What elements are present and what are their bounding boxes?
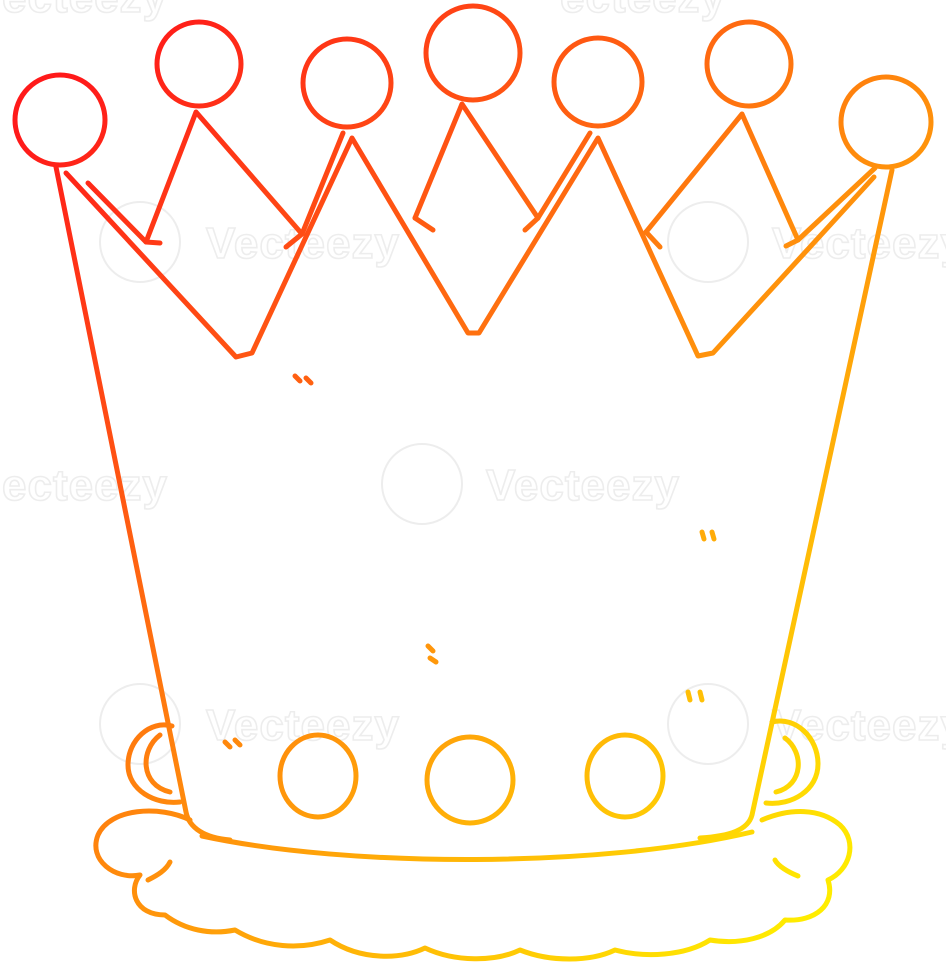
band-jewel [424, 734, 516, 826]
crown-right-cuff-inner [773, 735, 801, 795]
watermark-layer: Vecteezy Vecteezy Vecteezy Vecteezy Vect… [1, 0, 946, 765]
crown-jewel-ball [300, 36, 394, 130]
crown-drawing [12, 3, 934, 962]
fur-trim-fold [772, 857, 801, 879]
watermark-text-partial: ecteezy [2, 461, 168, 510]
watermark-text-partial: ecteezy [2, 0, 168, 22]
crown-jewel-ball [551, 35, 645, 129]
crown-jewel-ball [12, 72, 108, 168]
band-jewel [277, 732, 359, 820]
fur-trim-fold [145, 859, 173, 883]
crown-back-point-edge [283, 231, 305, 250]
crown-left-cuff-inner [143, 732, 173, 795]
crown-right-cuff [763, 718, 821, 806]
crown-back-point-edge [412, 215, 436, 233]
band-jewel [584, 732, 666, 820]
crown-front-points [63, 135, 877, 360]
crown-back-point-edge [643, 229, 663, 250]
crown-jewel-ball [838, 74, 934, 170]
crown-band-line [199, 829, 755, 862]
watermark-logo-icon [99, 201, 749, 765]
crown-jewel-ball [704, 19, 794, 109]
crown-back-point-edge [522, 215, 541, 233]
sparkle-marks [222, 373, 717, 750]
crown-back-point-edge [783, 237, 801, 249]
crown-fur-trim [93, 808, 853, 962]
watermark-text-partial: ecteezy [560, 0, 726, 22]
crown-back-point-edge [85, 180, 163, 246]
crown-back-points [143, 101, 878, 245]
crown-jewel-ball [154, 19, 244, 109]
crown-right-side [697, 167, 895, 841]
crown-left-cuff [125, 722, 183, 805]
watermark-text: Vecteezy [486, 461, 680, 510]
crown-jewel-ball [423, 3, 523, 103]
